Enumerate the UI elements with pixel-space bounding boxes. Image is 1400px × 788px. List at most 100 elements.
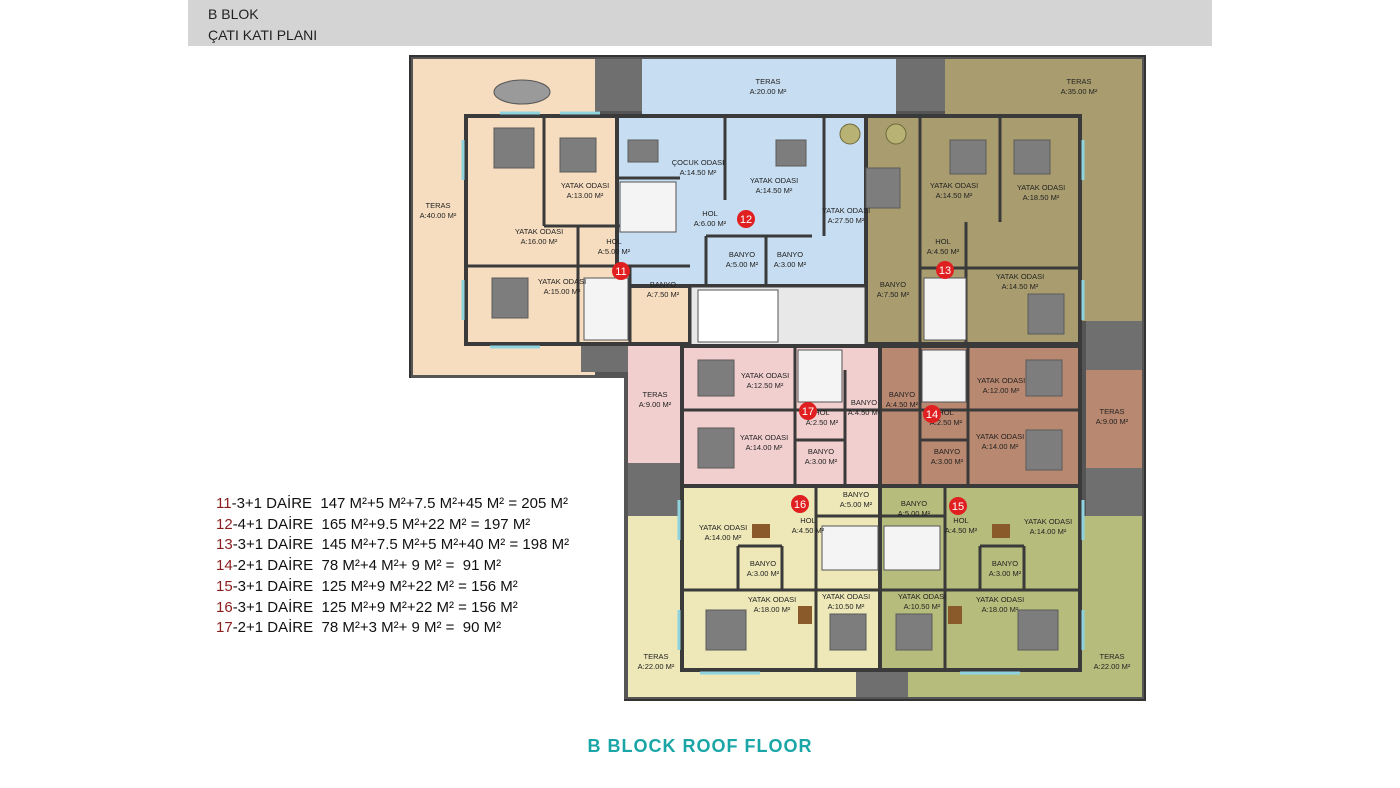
legend-desc: -2+1 DAİRE 78 M²+3 M²+ 9 M² = 90 M² (232, 619, 502, 637)
room-name: YATAK ODASI (898, 592, 946, 601)
bed-icon (1027, 293, 1065, 335)
room-area: A:4.50 M² (792, 526, 825, 535)
legend-row: 11-3+1 DAİRE 147 M²+5 M²+7.5 M²+45 M² = … (216, 494, 569, 515)
room-name: YATAK ODASI (740, 433, 788, 442)
room-area: A:14.00 M² (746, 443, 783, 452)
room-name: BANYO (843, 490, 869, 499)
room-name: TERAS (642, 390, 667, 399)
bed-icon (1013, 139, 1051, 175)
room-name: YATAK ODASI (822, 206, 870, 215)
desk-icon (948, 606, 962, 624)
legend-num: 15 (216, 577, 233, 595)
room-area: A:2.50 M² (806, 418, 839, 427)
room-area: A:7.50 M² (647, 290, 680, 299)
room-area: A:3.00 M² (989, 569, 1022, 578)
stairs (583, 181, 967, 571)
bed-icon (697, 427, 735, 469)
desk-icon (752, 524, 770, 538)
room-name: YATAK ODASI (1024, 517, 1072, 526)
room-name: TERAS (425, 201, 450, 210)
room-area: A:22.00 M² (638, 662, 675, 671)
bed-icon (865, 167, 901, 209)
bed-icon (1025, 359, 1063, 397)
room-name: YATAK ODASI (977, 376, 1025, 385)
bed-icon (627, 139, 659, 163)
room-name: HOL (606, 237, 621, 246)
room-area: A:10.50 M² (828, 602, 865, 611)
unit-badge (949, 497, 967, 515)
room-name: HOL (938, 408, 953, 417)
room-name: YATAK ODASI (561, 181, 609, 190)
desk-icon (992, 524, 1010, 538)
beds (491, 127, 1065, 651)
room-area: A:40.00 M² (420, 211, 457, 220)
legend-desc: -2+1 DAİRE 78 M²+4 M²+ 9 M² = 91 M² (232, 557, 502, 575)
room-area: A:35.00 M² (1061, 87, 1098, 96)
room-name: TERAS (755, 77, 780, 86)
room-area: A:3.00 M² (747, 569, 780, 578)
room-name: YATAK ODASI (996, 272, 1044, 281)
room-name: BANYO (880, 280, 906, 289)
room-name: HOL (935, 237, 950, 246)
room-area: A:27.50 M² (828, 216, 865, 225)
corner-block (581, 345, 628, 372)
room-name: BANYO (777, 250, 803, 259)
room-area: A:5.00 M² (598, 247, 631, 256)
unit-badge (799, 402, 817, 420)
room-area: A:14.00 M² (1030, 527, 1067, 536)
teras-top-area (642, 59, 896, 117)
room-name: TERAS (1099, 407, 1124, 416)
room-name: HOL (953, 516, 968, 525)
legend-num: 14 (216, 557, 233, 575)
legend-row: 17-2+1 DAİRE 78 M²+3 M²+ 9 M² = 90 M² (216, 618, 569, 639)
unit-badge (737, 210, 755, 228)
room-name: YATAK ODASI (750, 176, 798, 185)
room-area: A:3.00 M² (931, 457, 964, 466)
unit-badge-number: 14 (926, 409, 938, 421)
corner-block (628, 463, 682, 516)
room-name: YATAK ODASI (741, 371, 789, 380)
legend-desc: -3+1 DAİRE 125 M²+9 M²+22 M² = 156 M² (232, 577, 518, 595)
room-name: YATAK ODASI (976, 595, 1024, 604)
bed-icon (895, 613, 933, 651)
room-name: BANYO (729, 250, 755, 259)
room-area: A:15.00 M² (544, 287, 581, 296)
legend-row: 16-3+1 DAİRE 125 M²+9 M²+22 M² = 156 M² (216, 598, 569, 619)
room-area: A:3.00 M² (774, 260, 807, 269)
unit-badge (791, 495, 809, 513)
footer-caption: B BLOCK ROOF FLOOR (0, 736, 1400, 757)
room-name: YATAK ODASI (699, 523, 747, 532)
room-name: HOL (800, 516, 815, 525)
room-area: A:13.00 M² (567, 191, 604, 200)
footer-title: B BLOCK ROOF FLOOR (587, 736, 813, 756)
room-area: A:3.00 M² (805, 457, 838, 466)
bed-icon (1025, 429, 1063, 471)
corner-block (1086, 468, 1142, 516)
room-area: A:12.50 M² (747, 381, 784, 390)
room-name: BANYO (889, 390, 915, 399)
room-area: A:14.00 M² (705, 533, 742, 542)
unit-badge (612, 262, 630, 280)
room-name: HOL (702, 209, 717, 218)
room-area: A:20.00 M² (750, 87, 787, 96)
room-area: A:5.00 M² (898, 509, 931, 518)
chair-icon (839, 123, 861, 145)
unit-legend: 11-3+1 DAİRE 147 M²+5 M²+7.5 M²+45 M² = … (216, 494, 569, 639)
corner-block (595, 59, 642, 111)
bed-icon (697, 359, 735, 397)
room-name: TERAS (1099, 652, 1124, 661)
corner-block (1086, 321, 1142, 370)
room-name: BANYO (992, 559, 1018, 568)
unit-badge-number: 15 (952, 501, 964, 513)
chair-icon (885, 123, 907, 145)
unit-badge (936, 261, 954, 279)
desk-icon (798, 606, 812, 624)
room-name: YATAK ODASI (538, 277, 586, 286)
room-name: BANYO (934, 447, 960, 456)
block-title: B BLOK (208, 6, 259, 22)
unit-badge-number: 13 (939, 265, 951, 277)
bed-icon (949, 139, 987, 175)
room-area: A:16.00 M² (521, 237, 558, 246)
